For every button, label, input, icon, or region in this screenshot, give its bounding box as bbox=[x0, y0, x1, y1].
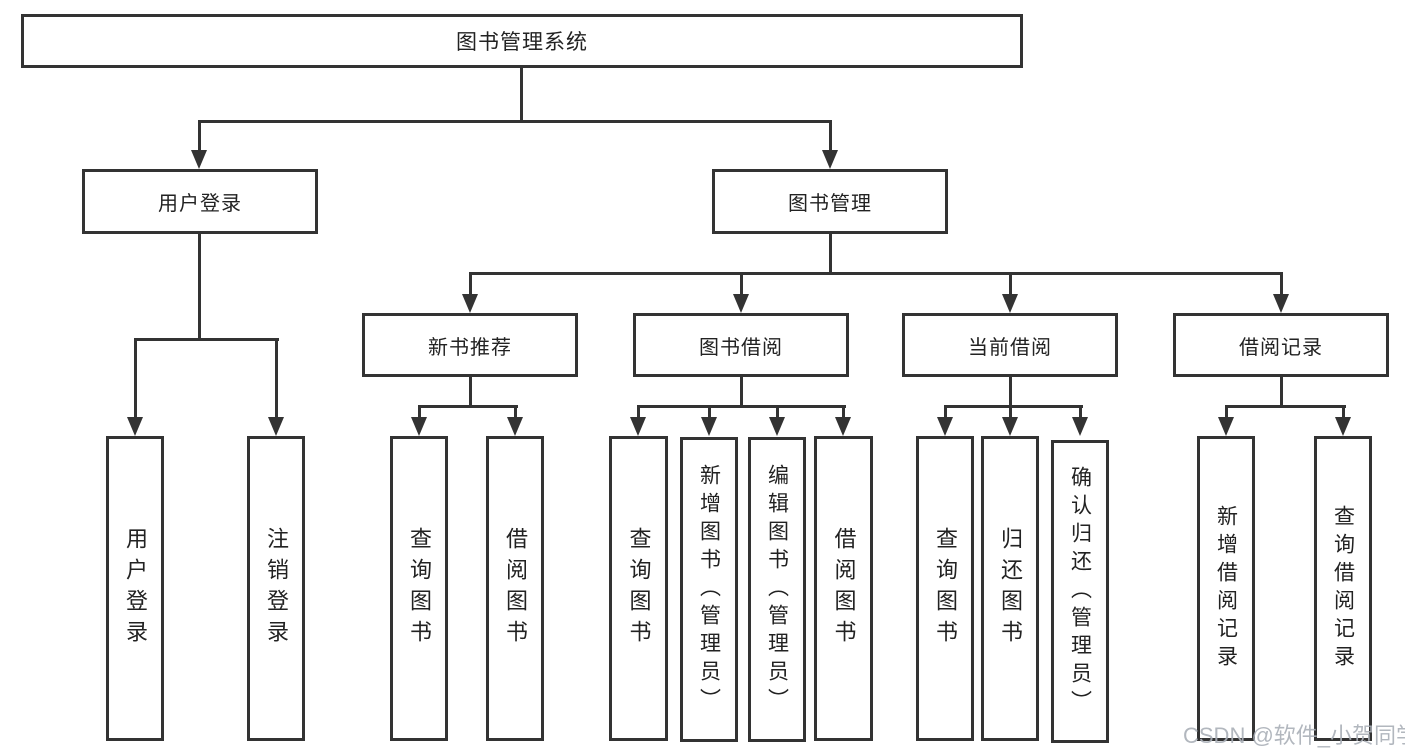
node-leaf-query-books-current: 查询图书 bbox=[916, 436, 974, 741]
node-book-borrow: 图书借阅 bbox=[633, 313, 849, 377]
connector-drop bbox=[1280, 272, 1283, 296]
node-label: 图书管理 bbox=[788, 193, 872, 215]
connector-user-login-bar bbox=[134, 338, 279, 341]
connector-drop bbox=[1009, 272, 1012, 296]
node-leaf-query-books-recommend: 查询图书 bbox=[390, 436, 448, 741]
node-label: 借阅记录 bbox=[1239, 336, 1323, 359]
arrow-down-icon bbox=[507, 417, 523, 436]
connector-bar bbox=[418, 405, 518, 408]
node-label: 新增图书（管理员） bbox=[697, 463, 721, 716]
node-label: 图书管理系统 bbox=[456, 31, 588, 54]
arrow-down-icon bbox=[462, 294, 478, 313]
node-borrow-record: 借阅记录 bbox=[1173, 313, 1389, 377]
connector-drop bbox=[944, 405, 947, 419]
node-leaf-logout: 注销登录 bbox=[247, 436, 305, 741]
node-label: 用户登录 bbox=[158, 193, 242, 215]
node-label: 借阅图书 bbox=[831, 526, 857, 651]
node-leaf-borrow-books-recommend: 借阅图书 bbox=[486, 436, 544, 741]
node-label: 查询图书 bbox=[407, 526, 432, 651]
node-label: 确认归还（管理员） bbox=[1068, 465, 1092, 718]
connector-bar bbox=[637, 405, 846, 408]
connector-stem bbox=[469, 377, 472, 408]
connector-drop bbox=[1342, 405, 1345, 419]
connector-drop bbox=[776, 405, 779, 419]
arrow-down-icon bbox=[411, 417, 427, 436]
connector-root-bar bbox=[198, 120, 832, 123]
node-leaf-user-login: 用户登录 bbox=[106, 436, 164, 741]
arrow-down-icon bbox=[1072, 417, 1088, 436]
node-label: 新增借阅记录 bbox=[1214, 504, 1238, 673]
node-label: 当前借阅 bbox=[968, 336, 1052, 359]
arrow-down-icon bbox=[1273, 294, 1289, 313]
arrow-down-icon bbox=[822, 150, 838, 169]
node-leaf-return-books: 归还图书 bbox=[981, 436, 1039, 741]
connector-drop bbox=[740, 272, 743, 296]
node-user-login: 用户登录 bbox=[82, 169, 318, 234]
arrow-down-icon bbox=[268, 417, 284, 436]
connector-drop bbox=[637, 405, 640, 419]
connector-drop bbox=[829, 120, 832, 151]
node-library-management-system: 图书管理系统 bbox=[21, 14, 1023, 68]
node-new-book-recommend: 新书推荐 bbox=[362, 313, 578, 377]
connector-drop bbox=[275, 338, 278, 418]
arrow-down-icon bbox=[769, 417, 785, 436]
connector-book-mgmt-stem bbox=[829, 234, 832, 275]
connector-stem bbox=[1009, 377, 1012, 408]
connector-stem bbox=[1280, 377, 1283, 408]
node-book-management: 图书管理 bbox=[712, 169, 948, 234]
arrow-down-icon bbox=[1335, 417, 1351, 436]
node-label: 查询图书 bbox=[933, 526, 958, 651]
connector-drop bbox=[1079, 405, 1082, 419]
node-label: 归还图书 bbox=[998, 526, 1023, 651]
node-leaf-query-borrow-record: 查询借阅记录 bbox=[1314, 436, 1372, 741]
csdn-watermark: CSDN @软件_小贺同学 bbox=[1183, 723, 1405, 748]
connector-drop bbox=[469, 272, 472, 296]
node-leaf-confirm-return-admin: 确认归还（管理员） bbox=[1051, 440, 1109, 743]
node-leaf-edit-books-admin: 编辑图书（管理员） bbox=[748, 437, 806, 742]
arrow-down-icon bbox=[1002, 294, 1018, 313]
node-label: 查询图书 bbox=[626, 526, 652, 651]
arrow-down-icon bbox=[937, 417, 953, 436]
connector-stem bbox=[740, 377, 743, 408]
node-current-borrow: 当前借阅 bbox=[902, 313, 1118, 377]
node-label: 借阅图书 bbox=[503, 526, 528, 651]
arrow-down-icon bbox=[733, 294, 749, 313]
node-label: 查询借阅记录 bbox=[1331, 504, 1355, 673]
node-leaf-add-borrow-record: 新增借阅记录 bbox=[1197, 436, 1255, 741]
connector-drop bbox=[842, 405, 845, 419]
connector-drop bbox=[514, 405, 517, 419]
connector-drop bbox=[1009, 405, 1012, 419]
connector-user-login-stem bbox=[198, 234, 201, 341]
node-leaf-add-books-admin: 新增图书（管理员） bbox=[680, 437, 738, 742]
arrow-down-icon bbox=[701, 417, 717, 436]
arrow-down-icon bbox=[630, 417, 646, 436]
node-leaf-query-books-borrow: 查询图书 bbox=[609, 436, 668, 741]
node-label: 注销登录 bbox=[264, 526, 289, 651]
connector-drop bbox=[134, 338, 137, 418]
connector-drop bbox=[708, 405, 711, 419]
node-label: 新书推荐 bbox=[428, 336, 512, 359]
node-label: 编辑图书（管理员） bbox=[765, 463, 789, 716]
node-label: 图书借阅 bbox=[699, 336, 783, 359]
node-leaf-borrow-books: 借阅图书 bbox=[814, 436, 873, 741]
connector-drop bbox=[1225, 405, 1228, 419]
connector-bar bbox=[944, 405, 1083, 408]
connector-bar bbox=[1225, 405, 1346, 408]
arrow-down-icon bbox=[1002, 417, 1018, 436]
connector-drop bbox=[418, 405, 421, 419]
connector-book-mgmt-bar bbox=[469, 272, 1283, 275]
arrow-down-icon bbox=[1218, 417, 1234, 436]
connector-drop bbox=[198, 120, 201, 151]
connector-root-stem bbox=[520, 68, 523, 122]
node-label: 用户登录 bbox=[123, 526, 148, 651]
arrow-down-icon bbox=[835, 417, 851, 436]
arrow-down-icon bbox=[191, 150, 207, 169]
arrow-down-icon bbox=[127, 417, 143, 436]
